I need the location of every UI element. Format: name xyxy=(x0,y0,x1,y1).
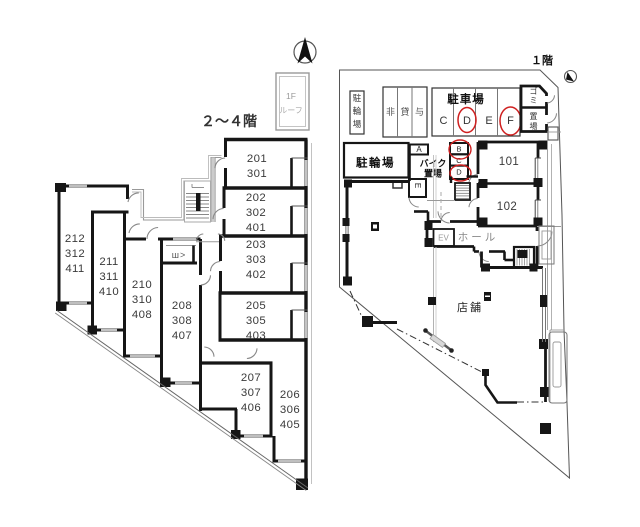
svg-text:F: F xyxy=(507,115,514,127)
svg-text:308: 308 xyxy=(172,315,192,327)
svg-text:406: 406 xyxy=(241,402,261,414)
svg-text:407: 407 xyxy=(172,330,192,342)
svg-text:EV: EV xyxy=(438,234,449,243)
svg-text:置場: 置場 xyxy=(424,168,442,179)
svg-text:店舗: 店舗 xyxy=(457,300,483,314)
svg-text:303: 303 xyxy=(246,254,266,266)
svg-text:バイク: バイク xyxy=(420,159,447,169)
svg-text:場: 場 xyxy=(530,121,538,131)
svg-text:２～４階: ２～４階 xyxy=(201,113,257,129)
svg-text:307: 307 xyxy=(241,387,261,399)
svg-text:203: 203 xyxy=(246,239,266,251)
svg-text:211: 211 xyxy=(99,256,118,268)
svg-text:405: 405 xyxy=(280,419,300,431)
svg-text:207: 207 xyxy=(241,372,261,384)
svg-text:駐: 駐 xyxy=(353,93,362,103)
svg-text:206: 206 xyxy=(280,389,300,401)
svg-text:置: 置 xyxy=(530,112,538,121)
svg-text:D: D xyxy=(463,115,471,127)
svg-text:C: C xyxy=(456,156,462,165)
svg-text:201: 201 xyxy=(247,153,267,165)
svg-text:非: 非 xyxy=(386,106,395,117)
svg-text:208: 208 xyxy=(172,300,192,312)
svg-text:312: 312 xyxy=(65,248,85,260)
svg-text:403: 403 xyxy=(246,330,266,342)
svg-text:ゴ: ゴ xyxy=(530,86,538,96)
svg-text:205: 205 xyxy=(246,300,266,312)
svg-text:E: E xyxy=(485,115,492,127)
svg-text:E: E xyxy=(413,183,422,188)
svg-text:402: 402 xyxy=(246,269,266,281)
svg-text:202: 202 xyxy=(246,192,266,204)
svg-text:1F: 1F xyxy=(286,91,296,101)
svg-text:A: A xyxy=(416,145,422,154)
svg-text:401: 401 xyxy=(246,222,266,234)
svg-text:408: 408 xyxy=(132,309,152,321)
svg-text:駐輪場: 駐輪場 xyxy=(356,156,395,170)
svg-text:311: 311 xyxy=(99,271,118,283)
svg-text:１階: １階 xyxy=(531,53,553,67)
svg-text:212: 212 xyxy=(65,233,85,245)
svg-text:B: B xyxy=(456,145,461,154)
svg-text:輪: 輪 xyxy=(353,106,362,116)
svg-text:D: D xyxy=(456,167,462,176)
svg-text:306: 306 xyxy=(280,404,300,416)
svg-text:貸: 貸 xyxy=(400,106,409,117)
svg-text:102: 102 xyxy=(497,201,517,213)
svg-text:310: 310 xyxy=(132,294,152,306)
svg-text:駐車場: 駐車場 xyxy=(447,92,485,106)
svg-text:301: 301 xyxy=(247,168,267,180)
svg-text:ホール: ホール xyxy=(458,232,499,244)
svg-text:C: C xyxy=(440,115,448,127)
svg-text:210: 210 xyxy=(132,279,152,291)
svg-text:411: 411 xyxy=(65,263,84,275)
svg-text:場: 場 xyxy=(353,119,362,129)
svg-text:305: 305 xyxy=(246,315,266,327)
svg-text:ш>: ш> xyxy=(172,250,186,260)
svg-text:410: 410 xyxy=(99,286,119,298)
svg-text:101: 101 xyxy=(499,156,519,168)
svg-text:与: 与 xyxy=(415,107,424,117)
svg-text:ミ: ミ xyxy=(530,96,538,105)
svg-text:ルーフ: ルーフ xyxy=(279,106,303,115)
svg-text:302: 302 xyxy=(246,207,266,219)
